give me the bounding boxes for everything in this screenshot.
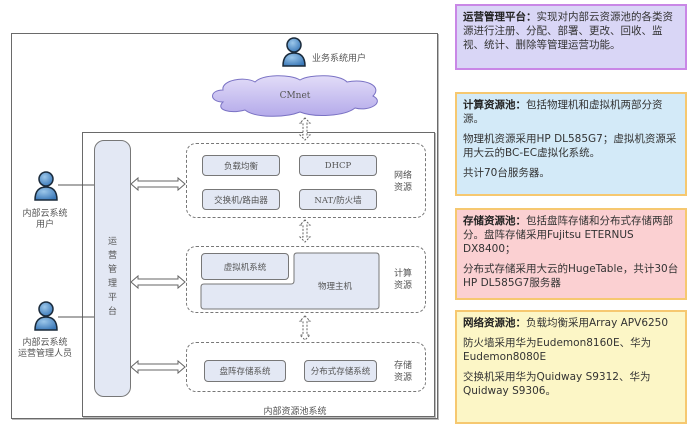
info-box-platform: 运营管理平台：实现对内部云资源池的各类资源进行注册、分配、部署、更改、回收、监视… xyxy=(455,4,687,70)
platform-label-char: 营 xyxy=(107,251,117,261)
cloud-label: CMnet xyxy=(279,91,311,101)
compute-group-label: 计算 资源 xyxy=(391,268,415,292)
info-network-title: 网络资源池： xyxy=(463,317,526,329)
internal-user-label: 内部云系统 用户 xyxy=(15,209,75,231)
physical-host-box xyxy=(200,252,380,310)
info-storage-text: 包括盘阵存储和分布式存储两部分。盘阵存储采用Fujitsu ETERNUS DX… xyxy=(463,215,673,255)
ops-management-platform xyxy=(94,140,131,397)
platform-label-char: 管 xyxy=(107,265,117,275)
business-user-icon xyxy=(282,37,306,67)
network-resource-group xyxy=(186,143,426,218)
internal-user-icon xyxy=(34,171,58,201)
disk-array-storage-box: 盘阵存储系统 xyxy=(204,360,286,382)
info-platform-text: 实现对内部云资源池的各类资源进行注册、分配、部署、更改、回收、监视、统计、删除等… xyxy=(463,11,673,51)
internal-user-label-line2: 用户 xyxy=(35,220,54,230)
ops-user-label-line1: 内部云系统 xyxy=(22,338,68,348)
distributed-storage-box: 分布式存储系统 xyxy=(304,360,377,382)
internal-resource-pool-frame xyxy=(82,132,435,417)
info-box-network: 网络资源池：负载均衡采用Array APV6250 防火墙采用华为Eudemon… xyxy=(455,310,687,424)
internal-pool-system-label: 内部资源池系统 xyxy=(263,407,327,417)
platform-label-char: 平 xyxy=(107,293,117,303)
ops-user-label: 内部云系统 运营管理人员 xyxy=(12,338,78,360)
info-compute-text: 包括物理机和虚拟机两部分资源。 xyxy=(463,99,663,125)
storage-group-label-line2: 资源 xyxy=(393,373,412,383)
cmnet-cloud xyxy=(212,75,378,117)
compute-group-label-line1: 计算 xyxy=(393,269,412,279)
dhcp-box: DHCP xyxy=(299,155,377,176)
info-network-para2: 防火墙采用华为Eudemon8160E、华为Eudemon8080E xyxy=(463,337,652,363)
info-compute-para2: 物理机资源采用HP DL585G7；虚拟机资源采用大云的BC-EC虚拟化系统。 xyxy=(463,133,677,159)
ops-user-icon xyxy=(34,301,58,331)
info-network-para3: 交换机采用华为Quidway S9312、华为Quidway S9306。 xyxy=(463,371,651,397)
business-user-label: 业务系统用户 xyxy=(312,54,367,64)
nat-firewall-box: NAT/防火墙 xyxy=(299,189,377,210)
switch-router-box: 交换机/路由器 xyxy=(202,189,280,210)
network-group-label-line1: 网络 xyxy=(393,171,412,181)
platform-label-char: 台 xyxy=(107,307,117,317)
storage-group-label-line1: 存储 xyxy=(393,361,412,371)
compute-resource-group xyxy=(186,246,426,313)
info-network-text: 负载均衡采用Array APV6250 xyxy=(526,317,669,329)
vm-system-box: 虚拟机系统 xyxy=(201,253,289,280)
info-storage-para2: 分布式存储采用大云的HugeTable，共计30台HP DL585G7服务器 xyxy=(463,263,679,289)
physical-host-label: 物理主机 xyxy=(317,282,352,292)
info-storage-title: 存储资源池： xyxy=(463,215,526,227)
platform-label-char: 运 xyxy=(107,237,117,247)
info-platform-title: 运营管理平台： xyxy=(463,11,537,23)
compute-group-label-line2: 资源 xyxy=(393,281,412,291)
storage-group-label: 存储 资源 xyxy=(391,360,415,384)
info-compute-para3: 共计70台服务器。 xyxy=(463,167,550,179)
load-balancer-box: 负载均衡 xyxy=(202,155,280,176)
platform-label-char: 理 xyxy=(107,279,117,289)
info-compute-title: 计算资源池： xyxy=(463,99,526,111)
network-group-label: 网络 资源 xyxy=(391,170,415,194)
outer-frame xyxy=(11,33,438,419)
ops-user-label-line2: 运营管理人员 xyxy=(17,349,72,359)
internal-user-label-line1: 内部云系统 xyxy=(22,209,68,219)
info-box-storage: 存储资源池：包括盘阵存储和分布式存储两部分。盘阵存储采用Fujitsu ETER… xyxy=(455,208,687,300)
info-box-compute: 计算资源池：包括物理机和虚拟机两部分资源。 物理机资源采用HP DL585G7；… xyxy=(455,92,687,196)
storage-resource-group xyxy=(186,342,426,392)
platform-label: 运 营 管 理 平 台 xyxy=(94,235,131,319)
network-group-label-line2: 资源 xyxy=(393,183,412,193)
